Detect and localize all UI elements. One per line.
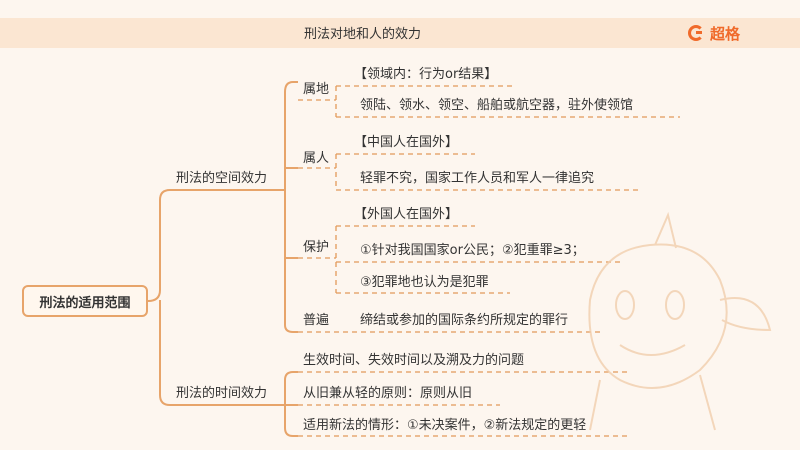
- territory-detail: 领陆、领水、领空、船舶或航空器，驻外使领馆: [360, 98, 634, 113]
- branch-space-label: 刑法的空间效力: [176, 171, 268, 186]
- root-node: 刑法的适用范围: [22, 285, 148, 317]
- personal-detail: 轻罪不究，国家工作人员和军人一律追究: [360, 171, 595, 186]
- protective-detail-1: ①针对我国国家or公民；②犯重罪≥3；: [360, 243, 585, 258]
- territory-note: 【领域内：行为or结果】: [354, 67, 498, 82]
- branch-time-label: 刑法的时间效力: [176, 386, 268, 401]
- territory-label: 属地: [303, 82, 330, 97]
- protective-label: 保护: [303, 240, 330, 255]
- time-item: 生效时间、失效时间以及溯及力的问题: [303, 353, 525, 368]
- brand-name: 超格: [710, 24, 741, 43]
- time-item: 从旧兼从轻的原则：原则从旧: [303, 386, 473, 401]
- time-item: 适用新法的情形：①未决案件，②新法规定的更轻: [303, 418, 587, 433]
- protective-detail-2: ③犯罪地也认为是犯罪: [360, 275, 489, 290]
- universal-detail: 缔结或参加的国际条约所规定的罪行: [360, 313, 569, 328]
- personal-note: 【中国人在国外】: [354, 135, 459, 150]
- brand-logo: 超格: [688, 21, 740, 45]
- personal-label: 属人: [303, 151, 330, 166]
- header-band: [0, 18, 800, 48]
- mascot-watermark: [588, 211, 772, 431]
- protective-note: 【外国人在国外】: [354, 207, 459, 222]
- brand-g-icon: [688, 25, 704, 41]
- header-band-right: [760, 18, 800, 48]
- universal-label: 普遍: [303, 313, 330, 328]
- header-title: 刑法对地和人的效力: [304, 27, 422, 42]
